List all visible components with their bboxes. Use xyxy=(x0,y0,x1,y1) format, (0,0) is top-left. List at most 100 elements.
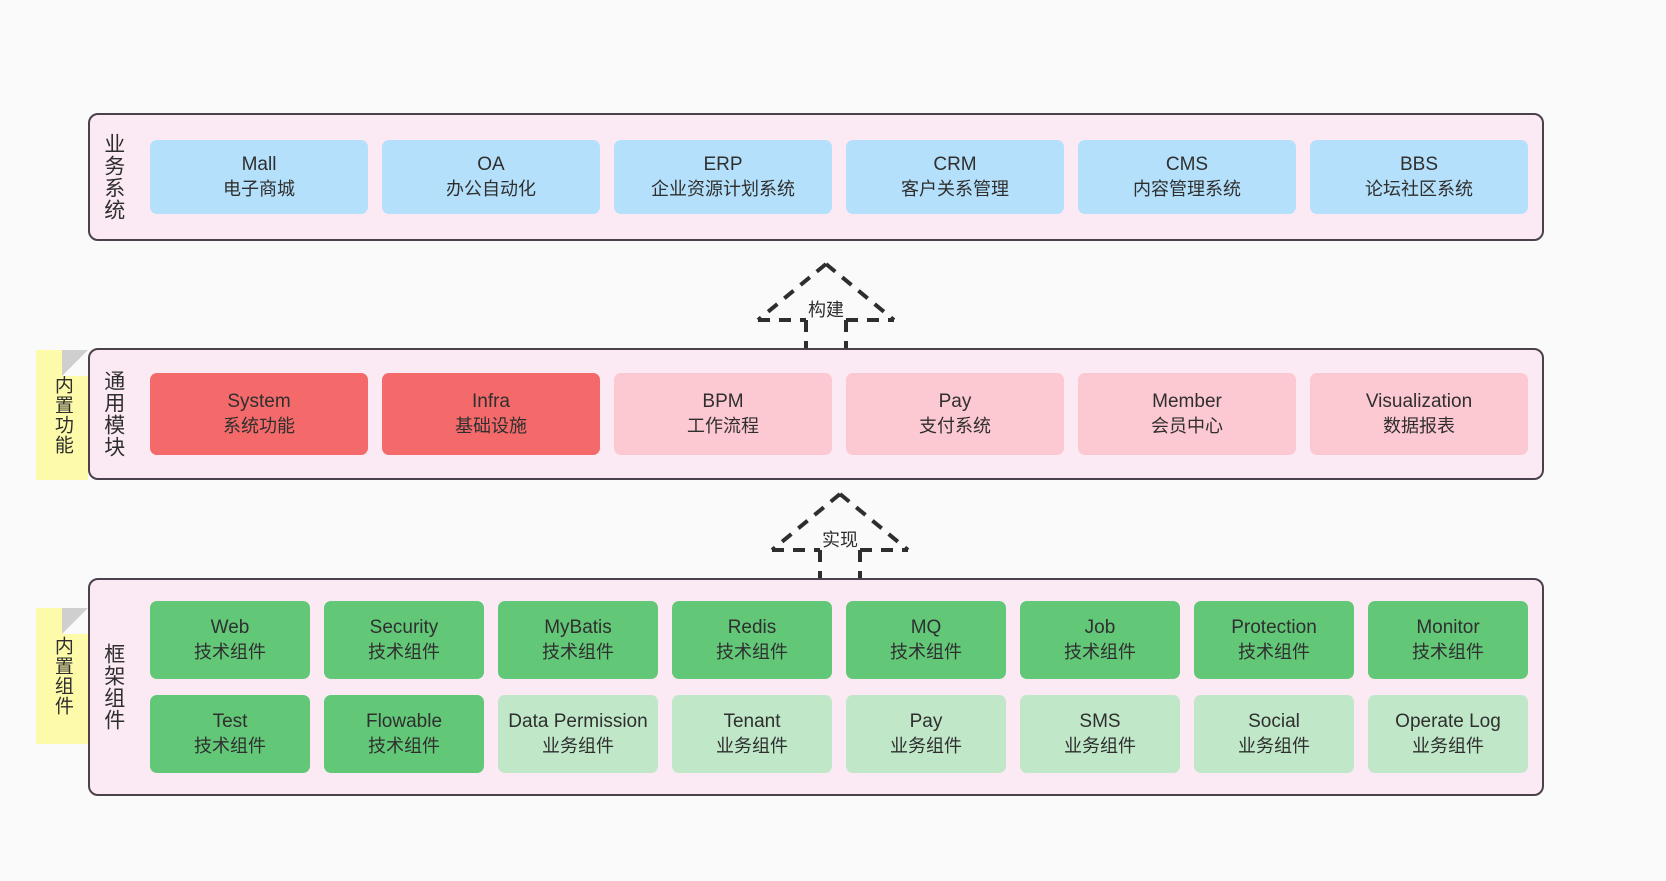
node-label-en: Visualization xyxy=(1365,391,1473,413)
node-label-en: Operate Log xyxy=(1395,711,1501,733)
connector-build-label: 构建 xyxy=(808,300,844,320)
node-label-cn: 技术组件 xyxy=(716,641,788,662)
node-label-en: Security xyxy=(369,617,439,639)
node-label-en: ERP xyxy=(703,154,743,176)
node-label-cn: 业务组件 xyxy=(716,735,788,756)
node-label-cn: 技术组件 xyxy=(1412,641,1484,662)
sticky-note-builtin-components-label: 内置组件 xyxy=(51,636,73,716)
node-label-cn: 支付系统 xyxy=(919,415,991,436)
node-label-cn: 论坛社区系统 xyxy=(1365,178,1473,199)
node-label-en: BPM xyxy=(702,391,744,413)
node-label-cn: 技术组件 xyxy=(1064,641,1136,662)
node-label-en: Social xyxy=(1248,711,1300,733)
node-label-en: MQ xyxy=(910,617,942,639)
node-label-cn: 工作流程 xyxy=(687,415,759,436)
connector-implement-label: 实现 xyxy=(822,530,858,550)
connector-build: 构建 xyxy=(746,258,906,358)
node-label-en: Pay xyxy=(938,391,972,413)
node-label-cn: 业务组件 xyxy=(1238,735,1310,756)
node-label-cn: 内容管理系统 xyxy=(1133,178,1241,199)
node-label-en: Web xyxy=(210,617,250,639)
sticky-note-builtin-features-label: 内置功能 xyxy=(51,375,73,455)
node-label-cn: 数据报表 xyxy=(1383,415,1455,436)
node-label-cn: 技术组件 xyxy=(890,641,962,662)
node-label-cn: 电子商城 xyxy=(223,178,295,199)
node-label-en: CRM xyxy=(933,154,977,176)
node-label-en: OA xyxy=(477,154,505,176)
node-label-cn: 基础设施 xyxy=(455,415,527,436)
node-label-en: Flowable xyxy=(365,711,443,733)
sticky-note-builtin-components: 内置组件 xyxy=(36,608,88,744)
node-label-en: Infra xyxy=(471,391,511,413)
node-label-cn: 技术组件 xyxy=(368,641,440,662)
node-label-cn: 企业资源计划系统 xyxy=(651,178,795,199)
node-label-cn: 技术组件 xyxy=(1238,641,1310,662)
node-label-cn: 业务组件 xyxy=(1064,735,1136,756)
node-label-en: Tenant xyxy=(723,711,781,733)
node-label-cn: 技术组件 xyxy=(368,735,440,756)
layer-common-title: 通用模块 xyxy=(101,370,125,458)
node-label-cn: 技术组件 xyxy=(194,641,266,662)
node-label-en: Redis xyxy=(727,617,777,639)
node-label-en: CMS xyxy=(1165,154,1209,176)
node-label-cn: 系统功能 xyxy=(223,415,295,436)
node-label-cn: 会员中心 xyxy=(1151,415,1223,436)
node-label-en: Member xyxy=(1152,391,1222,413)
node-label-cn: 客户关系管理 xyxy=(901,178,1009,199)
node-label-en: System xyxy=(227,391,291,413)
layer-framework-title: 框架组件 xyxy=(101,643,125,731)
node-label-en: Monitor xyxy=(1416,617,1480,639)
node-label-cn: 业务组件 xyxy=(542,735,614,756)
node-label-cn: 技术组件 xyxy=(194,735,266,756)
node-label-cn: 技术组件 xyxy=(542,641,614,662)
connector-implement: 实现 xyxy=(760,488,920,588)
node-label-en: Protection xyxy=(1231,617,1317,639)
sticky-note-builtin-features: 内置功能 xyxy=(36,350,88,480)
node-label-en: Data Permission xyxy=(508,711,648,733)
node-label-en: MyBatis xyxy=(544,617,612,639)
node-label-cn: 办公自动化 xyxy=(446,178,536,199)
node-label-cn: 业务组件 xyxy=(1412,735,1484,756)
layer-business-title: 业务系统 xyxy=(101,133,125,221)
node-label-cn: 业务组件 xyxy=(890,735,962,756)
node-label-en: SMS xyxy=(1079,711,1121,733)
node-label-en: BBS xyxy=(1399,154,1439,176)
node-label-en: Job xyxy=(1084,617,1116,639)
